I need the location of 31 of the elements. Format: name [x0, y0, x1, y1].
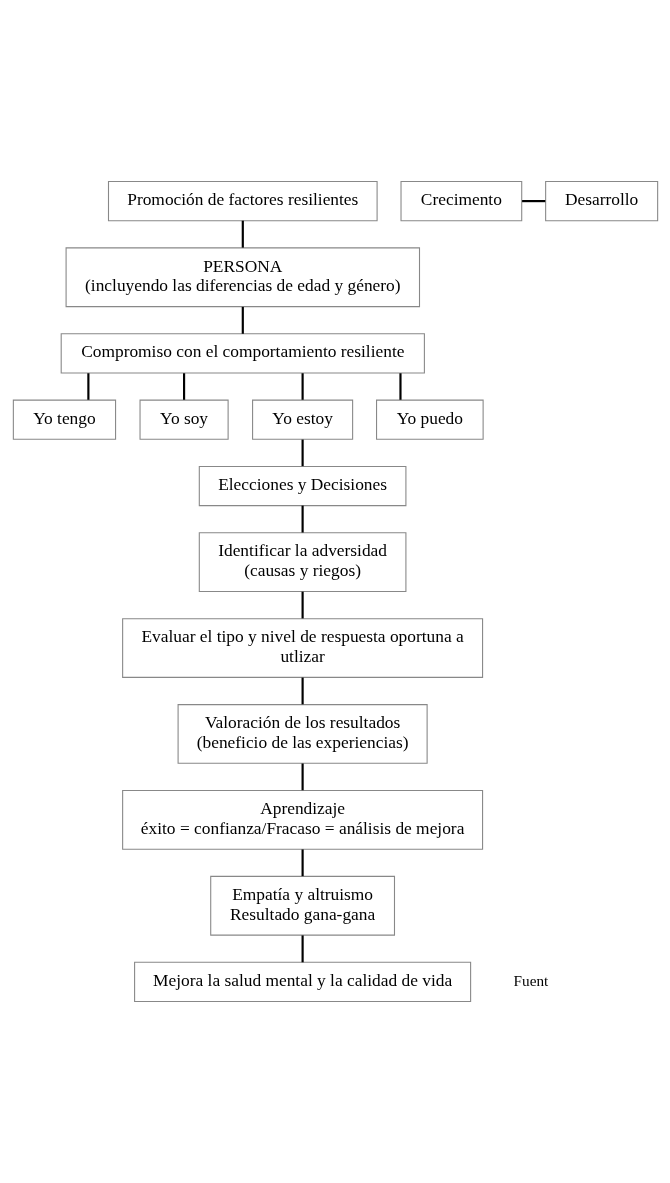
node-box: Yo estoy [251, 399, 353, 440]
node-box: Evaluar el tipo y nivel de respuesta oportuna a utlizar [121, 618, 483, 678]
node-box: Identificar la adversidad (causas y riegos) [198, 532, 406, 593]
node-box: Empatía y altruismo Resultado gana-gana [209, 875, 395, 936]
node-box: Yo puedo [375, 399, 484, 440]
node-box: Compromiso con el comportamiento resiliente [60, 333, 425, 374]
connector [182, 373, 185, 400]
connector [301, 935, 304, 963]
node-box: Elecciones y Decisiones [198, 465, 406, 507]
connector [241, 306, 244, 334]
node-box: Mejora la salud mental y la calidad de vida [133, 961, 471, 1002]
node-box: Promoción de factores resilientes [107, 181, 378, 222]
label: Fuent [513, 971, 548, 989]
node-box: Crecimento [399, 181, 522, 222]
connector [86, 373, 89, 400]
connector [398, 373, 402, 400]
connector [521, 200, 545, 203]
node-box: Yo tengo [12, 399, 116, 440]
node-box: Valoración de los resultados (beneficio de las experiencias) [177, 704, 428, 764]
connector [301, 439, 304, 467]
connector [241, 220, 244, 248]
connector [301, 505, 304, 533]
connector [301, 849, 304, 877]
connector [301, 677, 304, 705]
connector [301, 763, 304, 791]
node-box: Aprendizaje éxito = confianza/Fracaso = análisis de mejora [121, 789, 483, 850]
node-box: Yo soy [139, 399, 229, 440]
connector [301, 591, 304, 619]
connector [301, 373, 304, 400]
node-box: PERSONA (incluyendo las diferencias de edad y género) [65, 247, 420, 308]
node-box: Desarrollo [544, 181, 658, 222]
